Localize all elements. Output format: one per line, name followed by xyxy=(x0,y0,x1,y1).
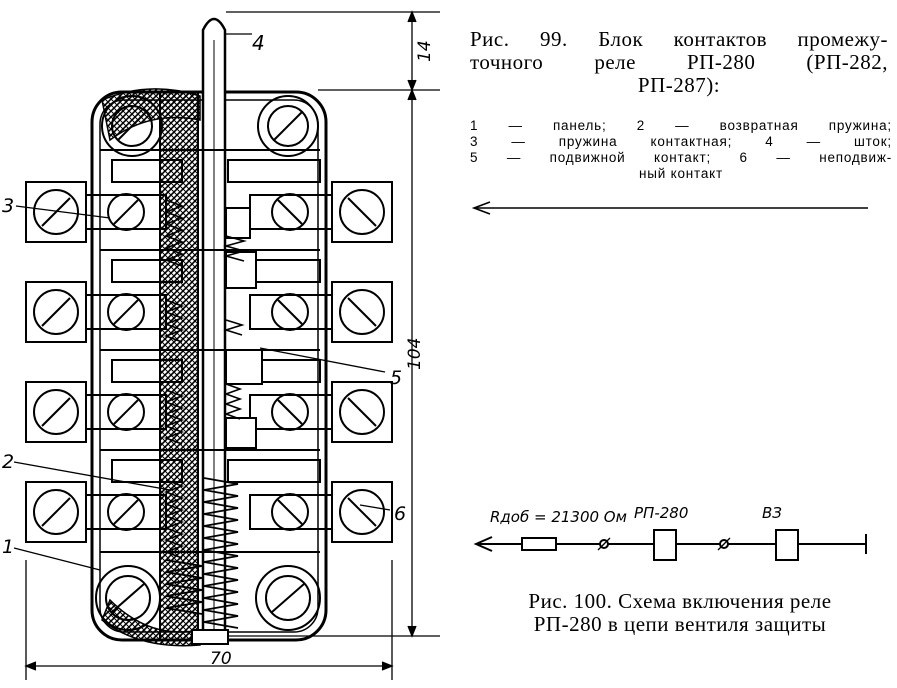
figure-100-caption: Рис. 100. Схема включения реле РП-280 в … xyxy=(470,590,890,636)
legend-line-1: 1 — панель; 2 — возвратная пружина; xyxy=(470,118,892,133)
relay-coil-symbol xyxy=(653,529,677,561)
callout-6: 6 xyxy=(394,503,406,525)
figure-99-caption: Рис. 99. Блок контактов промежу- точного… xyxy=(470,28,888,97)
callout-4: 4 xyxy=(252,31,265,55)
figure-100-caption-line-1: Рис. 100. Схема включения реле xyxy=(528,589,832,613)
valve-coil-symbol xyxy=(775,529,799,561)
dimension-70: 70 xyxy=(210,649,232,669)
legend-line-2: 3 — пружина контактная; 4 — шток; xyxy=(470,134,892,149)
contact-springs xyxy=(163,199,247,559)
figure-99-legend: 1 — панель; 2 — возвратная пружина; 3 — … xyxy=(470,118,892,182)
callout-3: 3 xyxy=(2,195,14,217)
stem-rod xyxy=(191,17,229,645)
figure-100-caption-line-2: РП-280 в цепи вентиля защиты xyxy=(533,612,827,636)
relay-label: РП-280 xyxy=(634,504,688,522)
return-spring xyxy=(165,477,239,629)
figure-99-caption-line-1: Рис. 99. Блок контактов промежу- xyxy=(470,27,888,51)
legend-line-3: 5 — подвижной контакт; 6 — неподвиж- xyxy=(470,150,892,165)
callout-1: 1 xyxy=(2,536,14,558)
dimension-14: 14 xyxy=(415,40,435,62)
callout-5: 5 xyxy=(390,367,402,389)
direction-arrow xyxy=(471,201,868,215)
circuit-schematic xyxy=(473,529,867,561)
resistor-symbol xyxy=(521,537,557,551)
dimension-lines xyxy=(24,10,440,680)
valve-label: ВЗ xyxy=(762,504,782,522)
callout-2: 2 xyxy=(2,451,14,473)
callout-leaders xyxy=(13,33,391,571)
dimension-104: 104 xyxy=(405,338,425,370)
figure-99-caption-line-3: РП-287): xyxy=(637,73,721,97)
screw-heads xyxy=(33,95,385,631)
legend-line-4: ный контакт xyxy=(638,166,724,181)
resistor-label: Rдоб = 21300 Ом xyxy=(490,508,627,526)
figure-99-caption-line-2: точного реле РП-280 (РП-282, xyxy=(470,50,888,74)
